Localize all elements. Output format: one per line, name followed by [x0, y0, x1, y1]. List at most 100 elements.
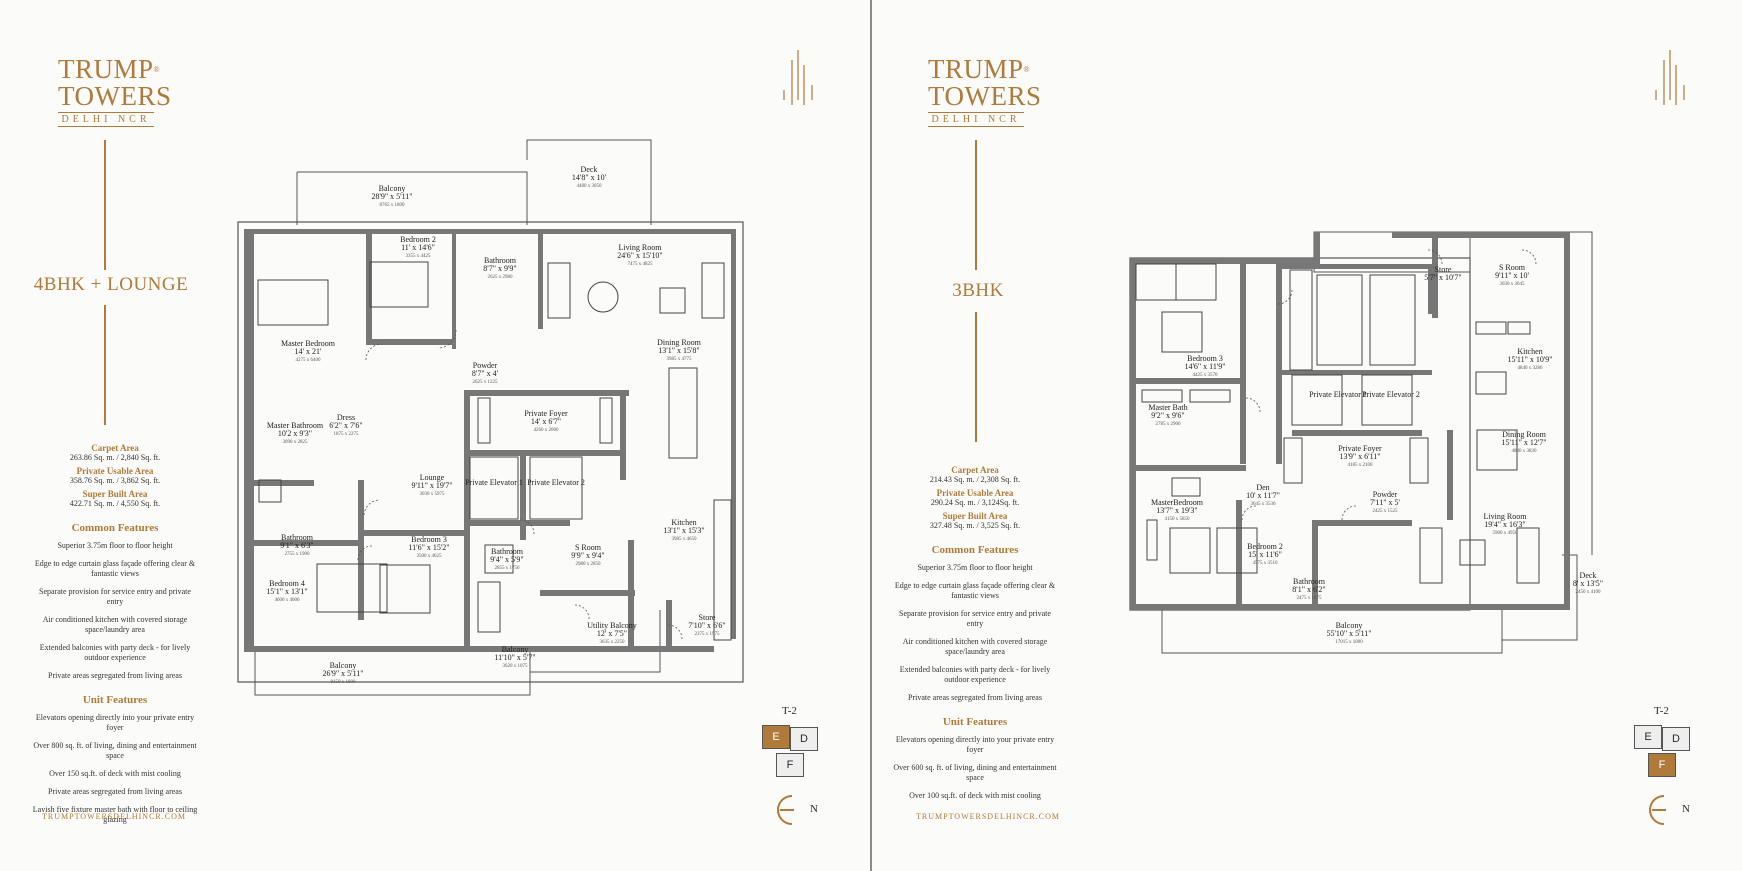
room-label: Bathroom	[1293, 577, 1326, 586]
room-metric: 8765 x 1800	[380, 203, 406, 208]
room-dims: 8'7" x 4'	[472, 369, 499, 378]
room-metric: 2425 x 1525	[1373, 509, 1399, 514]
room-dims: 26'9" x 5'11"	[322, 669, 363, 678]
feature-item: Separate provision for service entry and…	[39, 587, 191, 606]
room-label: Bedroom 3	[411, 535, 447, 544]
area-name: Carpet Area	[91, 443, 139, 453]
room-dims: 9'2" x 9'6"	[1151, 411, 1184, 420]
room-metric: 3985 x 4775	[667, 357, 693, 362]
right-page: TRUMP® TOWERS DELHI NCR 3BHK Carpet Area…	[872, 0, 1742, 871]
left-page: TRUMP® TOWERS DELHI NCR 4BHK + LOUNGE Ca…	[0, 0, 870, 871]
room-metric: 3500 x 4625	[417, 554, 443, 559]
room-label: Balcony	[502, 645, 529, 654]
area-value: 263.86 Sq. m. / 2,840 Sq. ft.	[69, 453, 161, 462]
area-name: Private Usable Area	[936, 488, 1014, 498]
room-metric: 4185 x 2100	[1348, 463, 1374, 468]
tower-mark-icon	[783, 50, 813, 105]
area-list: Carpet Area 214.43 Sq. m. / 2,308 Sq. ft…	[872, 465, 1090, 531]
tower-key: T-2 E D F	[1632, 705, 1692, 785]
room-label: Private Foyer	[1338, 444, 1382, 453]
feature-item: Over 800 sq. ft. of living, dining and e…	[33, 741, 197, 760]
room-dims: 11'10" x 5'7"	[494, 653, 535, 662]
area-name: Private Usable Area	[76, 466, 154, 476]
area-list: Carpet Area 263.86 Sq. m. / 2,840 Sq. ft…	[0, 443, 230, 509]
room-metric: 8150 x 1800	[331, 680, 357, 685]
room-metric: 2855 x 1750	[495, 566, 521, 571]
room-label: Bedroom 3	[1187, 354, 1223, 363]
room-dims: 9'1" x 6'3"	[280, 541, 313, 550]
room-dims: 10'2 x 9'3"	[278, 429, 312, 438]
room-label: Powder	[1373, 490, 1398, 499]
room-label: Dress	[337, 413, 355, 422]
room-dims: 9'9" x 9'4"	[571, 551, 604, 560]
room-dims: 13'1" x 15'8"	[658, 346, 699, 355]
room-dims: 8'7" x 9'9"	[483, 264, 516, 273]
room-metric: 2755 x 1900	[285, 552, 311, 557]
room-metric: 2475 x 1875	[1297, 596, 1323, 601]
room-dims: 7'11" x 5'	[1370, 498, 1400, 507]
room-metric: 3030 x 3045	[1500, 282, 1526, 287]
key-cell-d: D	[1662, 727, 1690, 751]
room-metric: 4575 x 3510	[1253, 561, 1279, 566]
website-link[interactable]: TRUMPTOWERSDELHINCR.COM	[916, 812, 1060, 821]
room-label: Private Foyer	[524, 409, 568, 418]
room-dims: 9'11" x 19'7"	[411, 481, 452, 490]
room-metric: 3090 x 2825	[283, 440, 309, 445]
room-label: Master Bathroom	[267, 421, 324, 430]
website-link[interactable]: TRUMPTOWERSDELHINCR.COM	[42, 812, 186, 821]
room-label: Store	[699, 613, 716, 622]
room-dims: 5'7" x 10'7"	[1424, 273, 1461, 282]
room-metric: 5900 x 4950	[1493, 531, 1519, 536]
room-label: Private Elevator 2	[1362, 390, 1420, 399]
floor-plan-3bhk: S Room 9'11" x 10' 3030 x 3045 Store 5'7…	[1129, 231, 1603, 654]
key-cell-f: F	[776, 753, 804, 777]
room-dims: 9'11" x 10'	[1495, 271, 1529, 280]
room-label: Balcony	[330, 661, 357, 670]
key-cell-f: F	[1648, 753, 1676, 777]
room-label: Powder	[473, 361, 498, 370]
room-dims: 13'1" x 15'3"	[663, 526, 704, 535]
room-metric: 4480 x 3050	[577, 184, 603, 189]
north-label: N	[1682, 803, 1690, 815]
key-cell-e: E	[762, 725, 790, 749]
feature-item: Elevators opening directly into your pri…	[895, 735, 1055, 754]
room-dims: 19'4" x 16'3"	[1484, 520, 1525, 529]
feature-item: Over 150 sq.ft. of deck with mist coolin…	[49, 769, 181, 778]
room-label: Balcony	[1336, 621, 1363, 630]
room-dims: 9'4" x 5'9"	[490, 555, 523, 564]
room-dims: 10' x 11'7"	[1246, 491, 1280, 500]
tower-key: T-2 E D F	[760, 705, 820, 785]
room-dims: 11' x 14'6"	[401, 243, 435, 252]
room-label: Private Elevator 2	[527, 478, 585, 487]
unit-type-title: 4BHK + LOUNGE	[25, 270, 197, 300]
room-label: Bedroom 2	[400, 235, 436, 244]
room-dims: 14'6" x 11'9"	[1184, 362, 1225, 371]
room-dims: 15'11" x 10'9"	[1507, 355, 1552, 364]
room-label: Kitchen	[1517, 347, 1542, 356]
unit-details: Carpet Area 263.86 Sq. m. / 2,840 Sq. ft…	[0, 440, 230, 833]
room-metric: 3985 x 4650	[672, 537, 698, 542]
room-dims: 14'8" x 10'	[572, 173, 607, 182]
room-dims: 15' x 11'6"	[1248, 550, 1282, 559]
room-label: Master Bath	[1148, 403, 1187, 412]
room-dims: 13'7" x 19'3"	[1156, 506, 1197, 515]
feature-item: Private areas segregated from living are…	[48, 787, 182, 796]
room-label: Living Room	[619, 243, 663, 252]
room-metric: 3030 x 5975	[420, 492, 446, 497]
room-label: Dining Room	[657, 338, 702, 347]
divider-line-bottom	[104, 305, 106, 425]
room-dims: 8' x 13'5"	[1573, 579, 1603, 588]
room-label: Den	[1256, 483, 1269, 492]
room-metric: 4600 x 4000	[275, 598, 301, 603]
room-metric: 7475 x 4825	[628, 262, 654, 267]
room-label: Private Elevator 1	[1309, 390, 1367, 399]
divider-line-bottom	[975, 312, 977, 442]
room-label: Bedroom 4	[269, 579, 305, 588]
room-label: Bedroom 2	[1247, 542, 1283, 551]
room-dims: 55'10" x 5'11"	[1326, 629, 1371, 638]
room-metric: 2625 x 1225	[473, 380, 499, 385]
room-dims: 14' x 6'7"	[531, 417, 561, 426]
room-dims: 28'9" x 5'11"	[371, 192, 412, 201]
room-label: Kitchen	[671, 518, 696, 527]
feature-item: Over 600 sq. ft. of living, dining and e…	[893, 763, 1057, 782]
